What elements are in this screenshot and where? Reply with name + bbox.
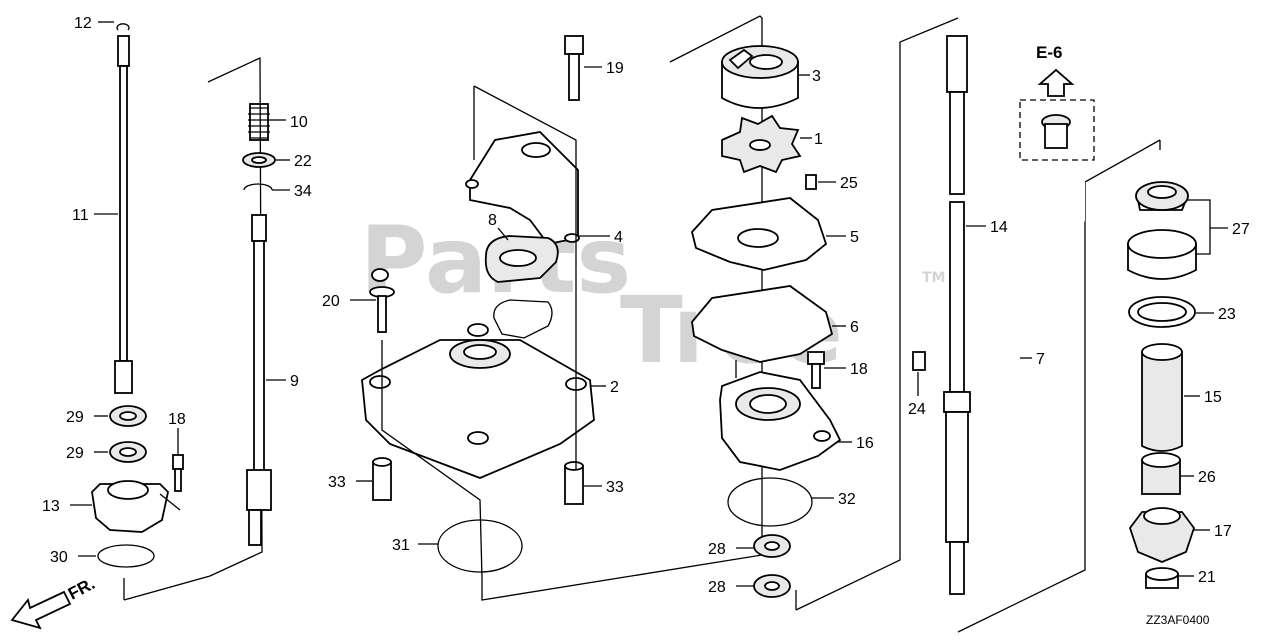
callout-12: 12: [74, 15, 92, 32]
ref-code: E-6: [1036, 43, 1062, 62]
callout-9: 9: [290, 373, 299, 390]
callout-16: 16: [856, 435, 874, 452]
part-oring-32: [727, 477, 813, 527]
callout-33b: 33: [606, 479, 624, 496]
callout-labels: 12 11 29 29 13 30 18 10 22 34 9 19 8 4 2…: [42, 15, 1250, 596]
callout-24: 24: [908, 401, 926, 418]
part-bearing-group: [1127, 181, 1197, 589]
part-bolt-18-right: [807, 351, 825, 389]
part-pump-housing-2: [361, 323, 595, 479]
callout-25: 25: [840, 175, 858, 192]
part-oring-31: [437, 519, 523, 573]
part-bearings-29: [109, 405, 147, 463]
callout-23: 23: [1218, 306, 1236, 323]
watermark-mark: TM: [922, 270, 945, 286]
callout-1: 1: [814, 131, 823, 148]
callout-13: 13: [42, 498, 60, 515]
callout-3: 3: [812, 68, 821, 85]
part-pin-25: [805, 174, 817, 190]
callout-26: 26: [1198, 469, 1216, 486]
callout-31: 31: [392, 537, 410, 554]
part-shift-shaft-group: [242, 103, 276, 546]
part-insert-3: [721, 45, 799, 109]
callout-22: 22: [294, 153, 312, 170]
callout-28b: 28: [708, 579, 726, 596]
part-key-24: [912, 351, 926, 371]
group-frames: [123, 15, 1161, 633]
housing-leader-lines: [381, 85, 577, 579]
callout-17: 17: [1214, 523, 1232, 540]
callout-27: 27: [1232, 221, 1250, 238]
callout-5: 5: [850, 229, 859, 246]
front-arrow: FR.: [10, 574, 98, 630]
part-bracket-4: [465, 131, 580, 245]
part-plate-5: [691, 197, 828, 271]
callout-4: 4: [614, 229, 623, 246]
callout-15: 15: [1204, 389, 1222, 406]
drawing-number: ZZ3AF0400: [1146, 613, 1210, 627]
callout-6: 6: [850, 319, 859, 336]
part-water-tube-7: [1012, 178, 1085, 561]
part-pump-case-16: [719, 371, 842, 471]
callout-2: 2: [610, 379, 619, 396]
reference-box-e6: E-6: [1019, 43, 1095, 161]
callout-14: 14: [990, 219, 1008, 236]
callout-10: 10: [290, 114, 308, 131]
part-grommet-8: [484, 235, 559, 339]
arrow-front-icon: [10, 590, 72, 630]
part-impeller-1: [721, 114, 802, 174]
callout-20: 20: [322, 293, 340, 310]
part-bolt-19: [564, 35, 584, 101]
callout-28a: 28: [708, 541, 726, 558]
callout-18b: 18: [850, 361, 868, 378]
part-bearings-28: [753, 534, 791, 598]
callout-34: 34: [294, 183, 312, 200]
callout-33a: 33: [328, 474, 346, 491]
leader-lines: [70, 21, 1228, 587]
part-bolt-20: [369, 268, 395, 333]
part-holder-13: [91, 454, 184, 533]
part-drive-shaft-14: [943, 35, 971, 595]
callout-30: 30: [50, 549, 68, 566]
callout-8: 8: [488, 212, 497, 229]
callout-7: 7: [1036, 351, 1045, 368]
part-oring-30: [97, 544, 155, 568]
callout-32: 32: [838, 491, 856, 508]
callout-29b: 29: [66, 445, 84, 462]
part-gasket-6: [691, 285, 834, 363]
callout-18a: 18: [168, 411, 186, 428]
callout-29a: 29: [66, 409, 84, 426]
part-shift-rod: [114, 23, 133, 394]
callout-21: 21: [1198, 569, 1216, 586]
callout-19: 19: [606, 60, 624, 77]
callout-11: 11: [72, 207, 89, 224]
part-collars-33: [372, 457, 584, 505]
front-label: FR.: [65, 574, 98, 604]
arrow-up-icon: [1037, 68, 1075, 97]
